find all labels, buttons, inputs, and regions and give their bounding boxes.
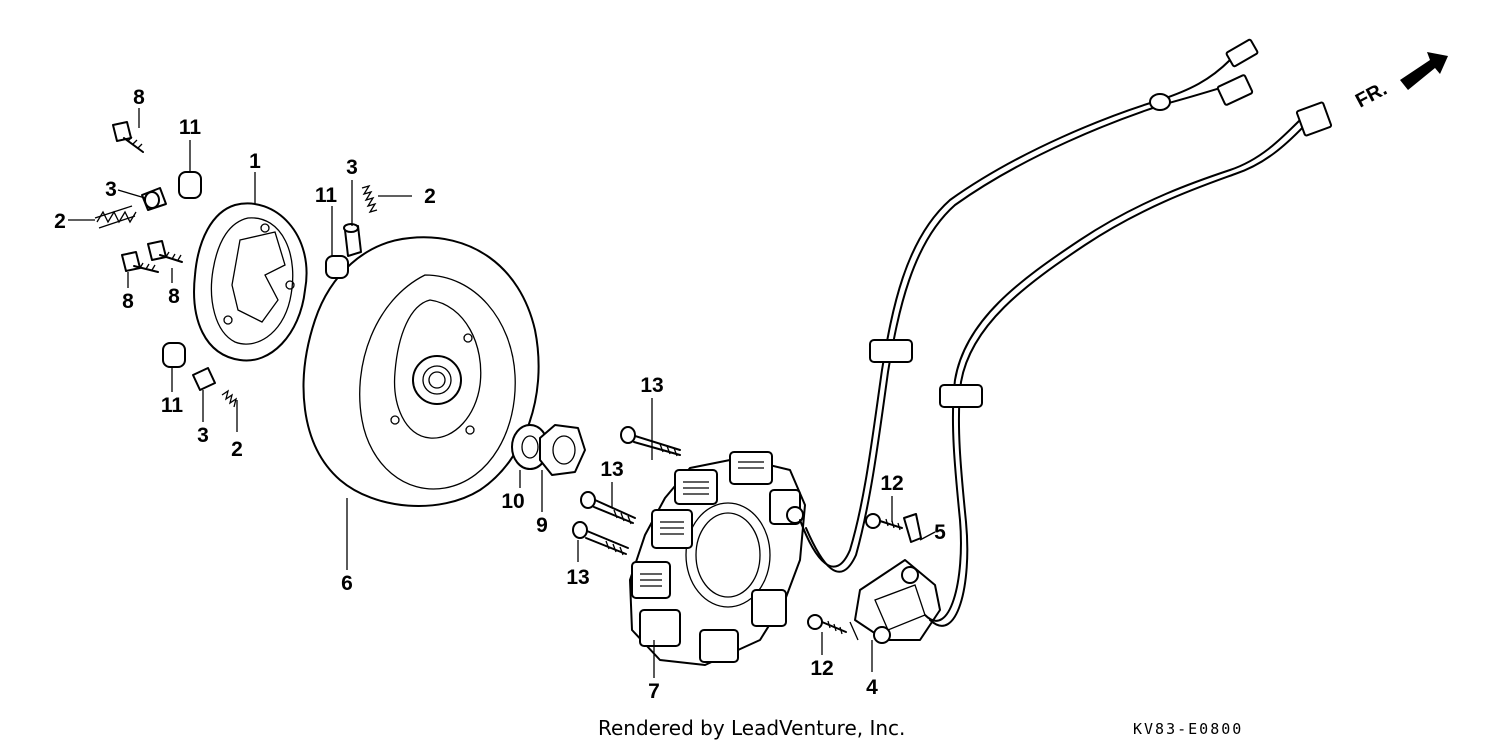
callout-13: 13 bbox=[600, 458, 623, 481]
small-fasteners bbox=[94, 121, 378, 408]
callout-2: 2 bbox=[54, 210, 66, 233]
callout-3: 3 bbox=[105, 178, 117, 201]
callout-13: 13 bbox=[566, 566, 589, 589]
render-credit: Rendered by LeadVenture, Inc. bbox=[598, 716, 906, 740]
callout-11: 11 bbox=[161, 394, 184, 417]
front-direction-indicator: FR. bbox=[1352, 52, 1448, 112]
callout-2: 2 bbox=[424, 185, 436, 208]
callout-3: 3 bbox=[197, 424, 209, 447]
part-9-nut bbox=[539, 424, 586, 476]
callout-labels: 8 11 1 3 2 8 8 3 11 2 11 3 2 6 10 9 13 1… bbox=[54, 86, 946, 703]
diagram-code: KV83-E0800 bbox=[1133, 720, 1244, 738]
callout-11: 11 bbox=[179, 116, 202, 139]
callout-11: 11 bbox=[315, 184, 338, 207]
wire-harness bbox=[799, 38, 1333, 627]
callout-7: 7 bbox=[648, 680, 660, 703]
callout-3: 3 bbox=[346, 156, 358, 179]
screws-12 bbox=[807, 513, 903, 641]
callout-13: 13 bbox=[640, 374, 663, 397]
callout-1: 1 bbox=[249, 150, 261, 173]
part-4-pulse-generator bbox=[854, 559, 941, 644]
part-5-clamp bbox=[903, 513, 922, 543]
callout-6: 6 bbox=[341, 572, 353, 595]
callout-4: 4 bbox=[866, 676, 878, 699]
part-1-starter-clutch bbox=[193, 202, 308, 362]
callout-5: 5 bbox=[934, 521, 946, 544]
callout-8: 8 bbox=[168, 285, 180, 308]
leader-lines bbox=[68, 108, 936, 678]
callout-12: 12 bbox=[880, 472, 903, 495]
callout-8: 8 bbox=[122, 290, 134, 313]
part-7-stator bbox=[629, 451, 806, 666]
callout-8: 8 bbox=[133, 86, 145, 109]
callout-2: 2 bbox=[231, 438, 243, 461]
callout-12: 12 bbox=[810, 657, 833, 680]
front-arrow-icon bbox=[1400, 52, 1448, 90]
part-6-flywheel bbox=[302, 236, 540, 507]
front-label: FR. bbox=[1352, 78, 1391, 113]
callout-9: 9 bbox=[536, 514, 548, 537]
callout-10: 10 bbox=[501, 490, 524, 513]
bolts-13 bbox=[572, 426, 681, 556]
